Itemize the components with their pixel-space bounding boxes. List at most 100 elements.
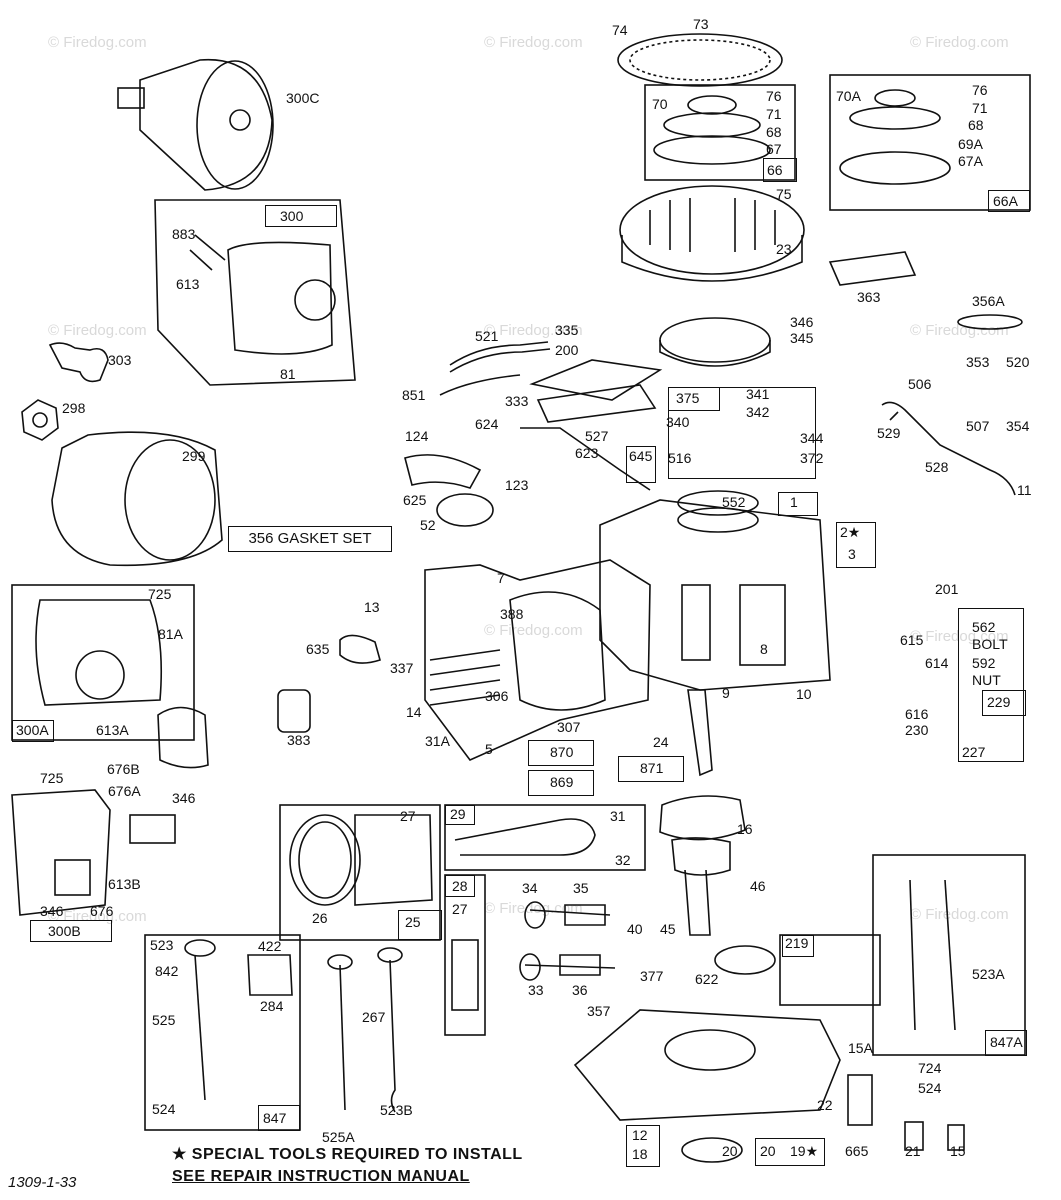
special-tools-note: ★ SPECIAL TOOLS REQUIRED TO INSTALL bbox=[172, 1146, 523, 1163]
part-label: 123 bbox=[505, 477, 529, 493]
part-label: 870 bbox=[550, 744, 574, 760]
watermark: © Firedog.com bbox=[910, 628, 1009, 645]
part-label: 300 bbox=[280, 208, 304, 224]
part-label: 66A bbox=[993, 193, 1018, 209]
frame-229 bbox=[982, 690, 1026, 716]
part-label: 76 bbox=[766, 88, 782, 104]
part-label: 74 bbox=[612, 22, 628, 38]
frame-227 bbox=[958, 608, 1024, 762]
part-label: 9 bbox=[722, 685, 730, 701]
part-label: 340 bbox=[666, 414, 690, 430]
part-label: 525 bbox=[152, 1012, 176, 1028]
part-label: 869 bbox=[550, 774, 574, 790]
frame-29 bbox=[445, 805, 475, 825]
part-label: 506 bbox=[908, 376, 932, 392]
part-label: 635 bbox=[306, 641, 330, 657]
part-label: 33 bbox=[528, 982, 544, 998]
part-label: 354 bbox=[1006, 418, 1030, 434]
part-label: 871 bbox=[640, 760, 664, 776]
part-label: 527 bbox=[585, 428, 609, 444]
part-label: 3 bbox=[848, 546, 856, 562]
frame-12-18 bbox=[626, 1125, 660, 1167]
part-label: 883 bbox=[172, 226, 196, 242]
part-label: 357 bbox=[587, 1003, 611, 1019]
part-label: 341 bbox=[746, 386, 770, 402]
frame-870 bbox=[528, 740, 594, 766]
part-label: 613A bbox=[96, 722, 129, 738]
frame-871 bbox=[618, 756, 684, 782]
part-label: 23 bbox=[776, 241, 792, 257]
part-label: 356A bbox=[972, 293, 1005, 309]
part-label: 284 bbox=[260, 998, 284, 1014]
part-label: 552 bbox=[722, 494, 746, 510]
frame-375-group bbox=[668, 387, 816, 479]
part-label: 201 bbox=[935, 581, 959, 597]
part-label: 219 bbox=[785, 935, 809, 951]
part-label: 520 bbox=[1006, 354, 1030, 370]
part-label: 613 bbox=[176, 276, 200, 292]
frame-66a bbox=[988, 190, 1030, 212]
part-label: 676 bbox=[90, 903, 114, 919]
part-label: 26 bbox=[312, 910, 328, 926]
frame-20-19 bbox=[755, 1138, 825, 1166]
part-label: 45 bbox=[660, 921, 676, 937]
part-label: 346 bbox=[40, 903, 64, 919]
frame-300 bbox=[265, 205, 337, 227]
frame-300a bbox=[12, 720, 54, 742]
muffler-300c-drawing bbox=[117, 58, 274, 191]
frame-645 bbox=[626, 446, 656, 483]
part-label: 623 bbox=[575, 445, 599, 461]
part-label: 7 bbox=[497, 570, 505, 586]
part-label: 529 bbox=[877, 425, 901, 441]
part-label: 227 bbox=[962, 744, 986, 760]
part-label: 353 bbox=[966, 354, 990, 370]
part-label: 725 bbox=[148, 586, 172, 602]
part-label: 36 bbox=[572, 982, 588, 998]
watermark: © Firedog.com bbox=[484, 900, 583, 917]
part-label: 267 bbox=[362, 1009, 386, 1025]
part-label: 337 bbox=[390, 660, 414, 676]
part-label: 724 bbox=[918, 1060, 942, 1076]
part-label: 70 bbox=[652, 96, 668, 112]
part-label: 15 bbox=[950, 1143, 966, 1159]
frame-300b bbox=[30, 920, 112, 942]
watermark: © Firedog.com bbox=[48, 34, 147, 51]
part-label: 592 bbox=[972, 655, 996, 671]
part-label: 10 bbox=[796, 686, 812, 702]
part-label: 230 bbox=[905, 722, 929, 738]
part-label: 20 bbox=[722, 1143, 738, 1159]
frame-2-3 bbox=[836, 522, 876, 568]
part-label: 20 bbox=[760, 1143, 776, 1159]
part-label: 676B bbox=[107, 761, 140, 777]
part-label: 383 bbox=[287, 732, 311, 748]
part-label: 32 bbox=[615, 852, 631, 868]
part-label: 523B bbox=[380, 1102, 413, 1118]
part-label: 27 bbox=[400, 808, 416, 824]
part-label: 676A bbox=[108, 783, 141, 799]
part-label: 67A bbox=[958, 153, 983, 169]
part-label: 615 bbox=[900, 632, 924, 648]
part-label: 46 bbox=[750, 878, 766, 894]
part-label: 81A bbox=[158, 626, 183, 642]
part-label: 614 bbox=[925, 655, 949, 671]
part-label: 300A bbox=[16, 722, 49, 738]
part-label: 303 bbox=[108, 352, 132, 368]
part-label: 71 bbox=[766, 106, 782, 122]
part-label: 66 bbox=[767, 162, 783, 178]
part-label: 562 bbox=[972, 619, 996, 635]
part-label: 75 bbox=[776, 186, 792, 202]
part-label: 645 bbox=[629, 448, 653, 464]
part-label: 27 bbox=[452, 901, 468, 917]
frame-219 bbox=[782, 935, 814, 957]
frame-847a bbox=[985, 1030, 1027, 1056]
part-label: 8 bbox=[760, 641, 768, 657]
part-label: 67 bbox=[766, 141, 782, 157]
part-label: 528 bbox=[925, 459, 949, 475]
part-label: 28 bbox=[452, 878, 468, 894]
part-label: 346 bbox=[790, 314, 814, 330]
part-label: 31 bbox=[610, 808, 626, 824]
part-label: 31A bbox=[425, 733, 450, 749]
part-label: 525A bbox=[322, 1129, 355, 1145]
part-label: 847 bbox=[263, 1110, 287, 1126]
part-label: 34 bbox=[522, 880, 538, 896]
